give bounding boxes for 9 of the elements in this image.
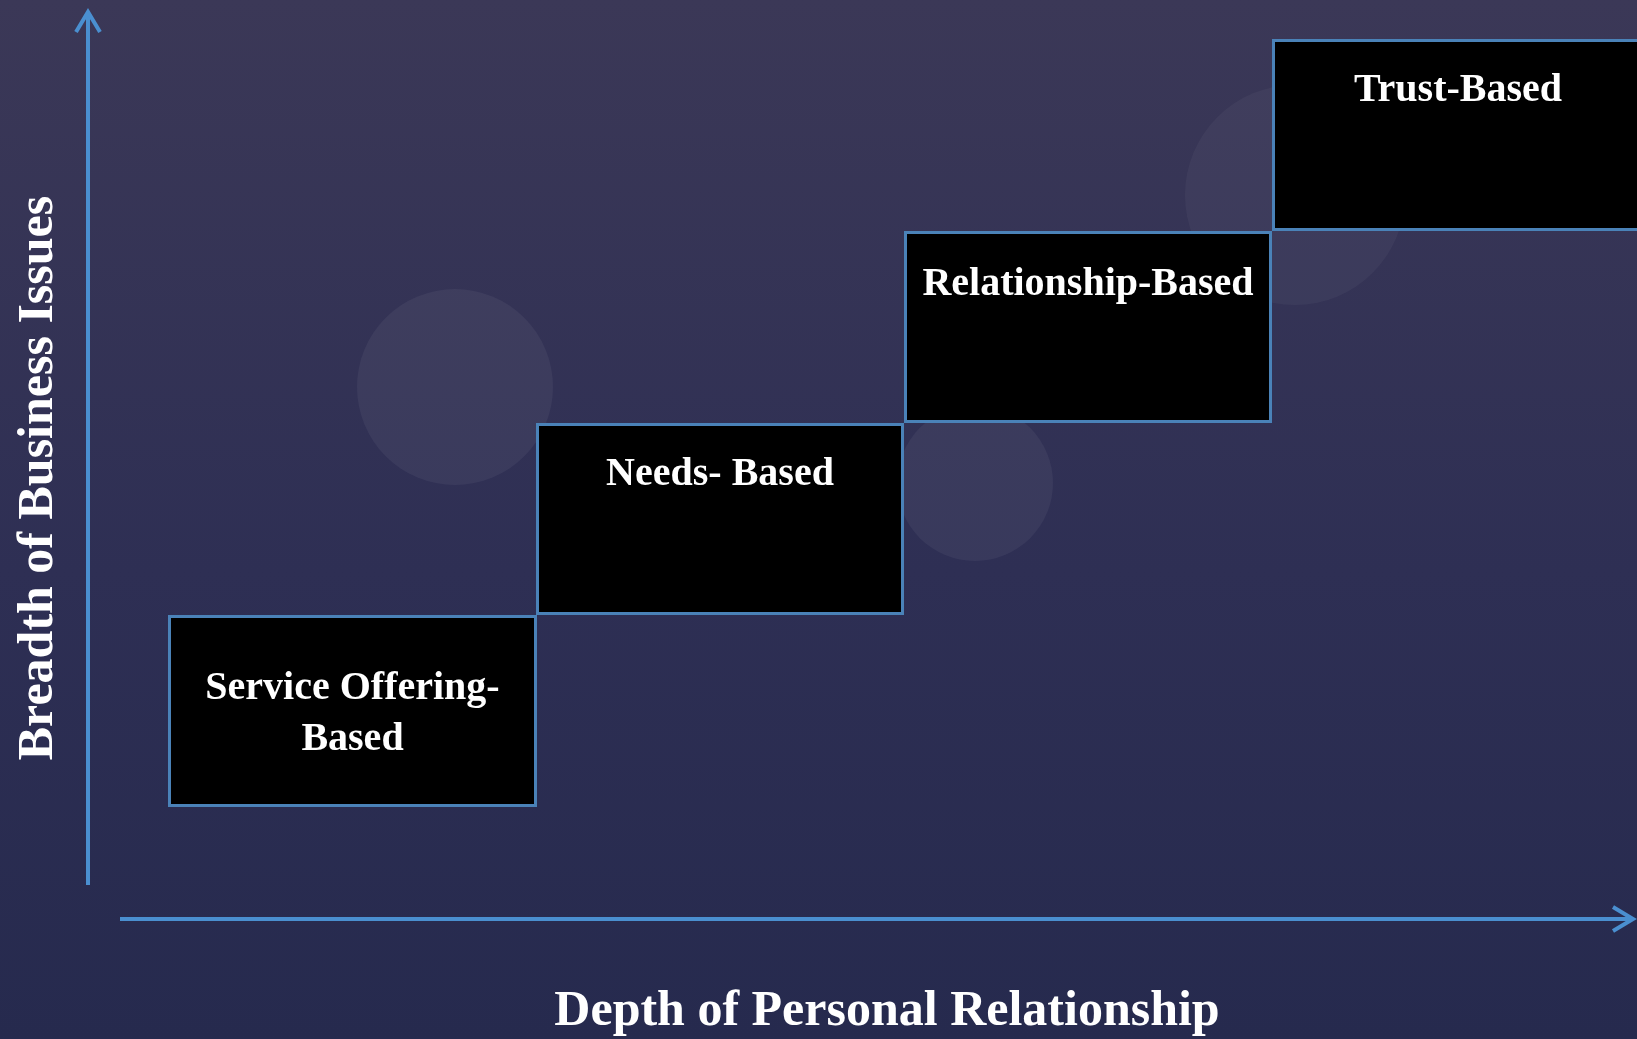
- step-label: Relationship-Based: [922, 258, 1254, 306]
- step-box: [168, 615, 537, 807]
- step-box: [536, 423, 904, 615]
- step-label: Needs- Based: [606, 448, 834, 496]
- step-box: [904, 231, 1272, 423]
- y-axis-title: Breadth of Business Issues: [10, 195, 60, 761]
- step-label: Service Offering-Based: [204, 662, 501, 761]
- step-box: [1272, 39, 1637, 231]
- step-label: Trust-Based: [1353, 64, 1563, 112]
